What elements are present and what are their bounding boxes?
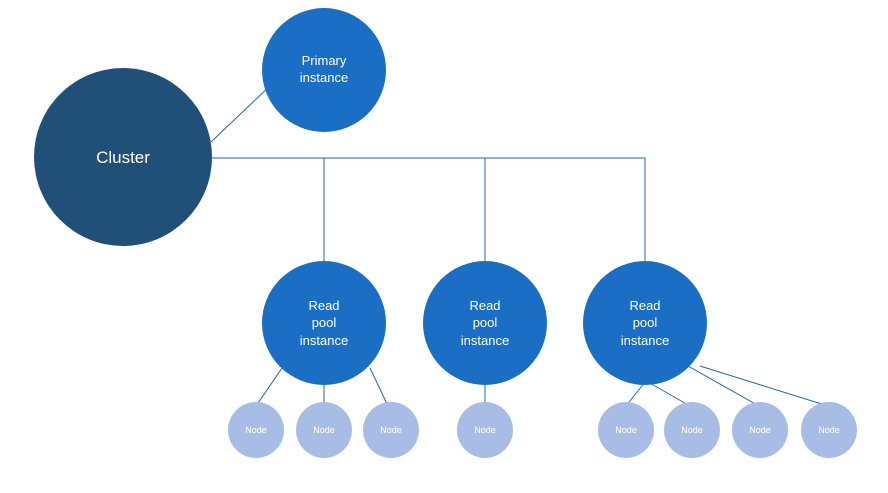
- node-shape: [598, 402, 654, 458]
- node-shape: [363, 402, 419, 458]
- cluster-to-primary-line: [210, 83, 273, 143]
- read-pool-instance-3: Read pool instance: [583, 261, 707, 385]
- primary-instance-shape: [262, 8, 386, 132]
- connectors: [210, 83, 829, 407]
- read-pool-label-line3: instance: [461, 333, 509, 348]
- node-shape: [296, 402, 352, 458]
- pool-3-to-node-4-line: [699, 365, 829, 407]
- node-label: Node: [615, 425, 637, 435]
- node: Node: [363, 402, 419, 458]
- read-pool-label-line2: pool: [473, 315, 498, 330]
- primary-instance-label-line2: instance: [300, 70, 348, 85]
- read-pool-label-line1: Read: [629, 298, 660, 313]
- node-label: Node: [474, 425, 496, 435]
- node-shape: [457, 402, 513, 458]
- node-label: Node: [380, 425, 402, 435]
- node-label: Node: [313, 425, 335, 435]
- pool-3-to-node-2-line: [647, 381, 691, 407]
- node-label: Node: [245, 425, 267, 435]
- cluster-shape: [34, 68, 212, 246]
- pool-1-nodes: Node Node Node: [228, 402, 419, 458]
- read-pool-label-line2: pool: [633, 315, 658, 330]
- node-shape: [732, 402, 788, 458]
- pool-3-to-node-1-line: [625, 381, 646, 407]
- node: Node: [598, 402, 654, 458]
- cluster-label: Cluster: [96, 148, 150, 167]
- node: Node: [457, 402, 513, 458]
- node: Node: [228, 402, 284, 458]
- read-pool-label-line3: instance: [621, 333, 669, 348]
- read-pool-label-line1: Read: [308, 298, 339, 313]
- read-pool-instance-1: Read pool instance: [262, 261, 386, 385]
- pool-2-nodes: Node: [457, 402, 513, 458]
- read-pool-instance-shape: [583, 261, 707, 385]
- node-label: Node: [749, 425, 771, 435]
- node-label: Node: [818, 425, 840, 435]
- node-shape: [801, 402, 857, 458]
- pool-1-to-node-3-line: [369, 367, 389, 407]
- node: Node: [664, 402, 720, 458]
- node-shape: [664, 402, 720, 458]
- node: Node: [801, 402, 857, 458]
- node: Node: [296, 402, 352, 458]
- read-pool-instance-shape: [423, 261, 547, 385]
- node-shape: [228, 402, 284, 458]
- read-pool-label-line2: pool: [312, 315, 337, 330]
- cluster-to-read-pools-line: [212, 157, 646, 268]
- read-pool-label-line1: Read: [469, 298, 500, 313]
- read-pool-instance-2: Read pool instance: [423, 261, 547, 385]
- primary-instance-label-line1: Primary: [302, 53, 347, 68]
- read-pool-label-line3: instance: [300, 333, 348, 348]
- read-pool-instance-shape: [262, 261, 386, 385]
- pool-1-to-node-1-line: [255, 367, 283, 407]
- primary-instance-circle: Primary instance: [262, 8, 386, 132]
- cluster-circle: Cluster: [34, 68, 212, 246]
- node-label: Node: [681, 425, 703, 435]
- node: Node: [732, 402, 788, 458]
- pool-3-to-node-3-line: [687, 365, 760, 407]
- pool-3-nodes: Node Node Node Node: [598, 402, 857, 458]
